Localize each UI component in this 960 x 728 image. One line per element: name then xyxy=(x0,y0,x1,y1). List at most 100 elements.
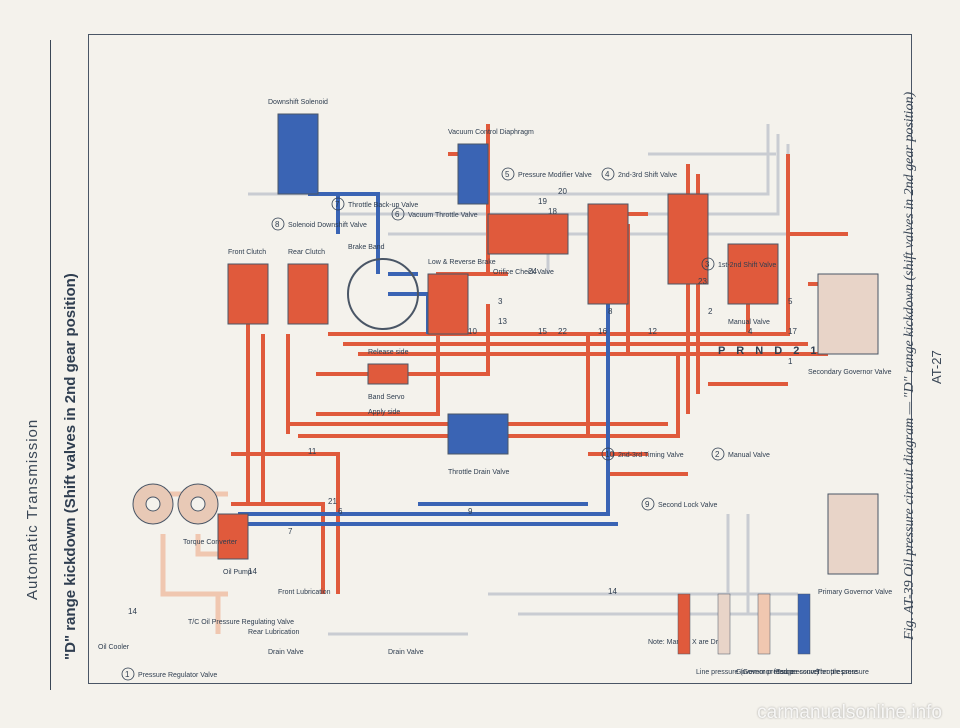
manual-valve-label: Manual Valve xyxy=(728,319,770,326)
callout-label: Manual Valve xyxy=(728,452,770,459)
primary-governor-icon xyxy=(827,493,879,575)
legend-swatch xyxy=(677,593,691,655)
brake-band-label: Brake Band xyxy=(348,244,385,251)
line-number: 13 xyxy=(498,317,507,326)
drain-lines xyxy=(248,124,808,636)
vacuum-diaphragm-icon xyxy=(457,143,489,205)
line-number: 23 xyxy=(698,277,707,286)
callout-label: Pressure Modifier Valve xyxy=(518,172,592,179)
throttle-drain-valve-icon xyxy=(447,413,509,455)
line-number: 21 xyxy=(328,497,337,506)
torque-converter-label: Torque Converter xyxy=(183,539,238,546)
page-header: Automatic Transmission xyxy=(24,418,41,600)
line-number: 2 xyxy=(708,307,713,316)
legend-item: Governor pressure xyxy=(717,593,794,676)
manual-valve-icon xyxy=(727,243,779,305)
oil-pressure-circuit-diagram: Torque Converter Oil Pump Front Clutch R… xyxy=(98,99,892,681)
drain-valve-2-label: Drain Valve xyxy=(388,649,424,656)
legend-label: Torque converter pressure xyxy=(776,669,858,676)
callout-circle xyxy=(501,167,515,181)
rear-clutch-label: Rear Clutch xyxy=(288,249,325,256)
legend-swatch xyxy=(797,593,811,655)
legend-item: Line pressure (Governor feed pressure) xyxy=(677,593,819,676)
line-number: 18 xyxy=(548,207,557,216)
valve-callout: 9 Second Lock Valve xyxy=(641,497,718,511)
line-number: 7 xyxy=(288,527,293,536)
release-side-label: Release side xyxy=(368,349,409,356)
header-rule xyxy=(50,40,51,690)
line-number: 10 xyxy=(468,327,477,336)
line-number: 3 xyxy=(498,297,503,306)
page-subtitle: "D" range kickdown (Shift valves in 2nd … xyxy=(62,273,79,660)
pressure-regulator-icon xyxy=(667,193,709,285)
figure-caption: Fig. AT-39 Oil pressure circuit diagram … xyxy=(902,91,917,640)
labels: Torque Converter Oil Pump Front Clutch R… xyxy=(98,99,892,656)
vacuum-diaphragm-label: Vacuum Control Diaphragm xyxy=(448,129,534,136)
band-servo-icon xyxy=(367,363,409,385)
line-number: 12 xyxy=(648,327,657,336)
legend-item: Torque converter pressure xyxy=(757,593,858,676)
callout-circle xyxy=(711,447,725,461)
front-clutch-label: Front Clutch xyxy=(228,249,266,256)
line-number: 16 xyxy=(598,327,607,336)
rear-clutch-icon xyxy=(287,263,329,325)
legend-items: Line pressure (Governor feed pressure)Go… xyxy=(677,593,869,676)
band-servo-label: Band Servo xyxy=(368,394,405,401)
oil-pump-icon xyxy=(217,513,249,560)
line-number: 14 xyxy=(128,607,137,616)
callout-label: Throttle Back-up Valve xyxy=(348,202,418,209)
callout-label: 1st-2nd Shift Valve xyxy=(718,262,776,269)
line-number: 1 xyxy=(788,357,793,366)
legend-item: Throttle pressure xyxy=(797,593,869,676)
callout-label: Solenoid Downshift Valve xyxy=(288,222,367,229)
secondary-governor-icon xyxy=(817,273,879,355)
callout-label: Second Lock Valve xyxy=(658,502,718,509)
line-number: 11 xyxy=(308,447,317,456)
valve-callout: 3 1st-2nd Shift Valve xyxy=(701,257,776,271)
line-number: 4 xyxy=(748,327,753,336)
callout-circle xyxy=(121,667,135,681)
diagram-frame xyxy=(88,34,912,684)
drain-valve-label: Drain Valve xyxy=(268,649,304,656)
callout-number: 7 xyxy=(335,200,340,209)
downshift-solenoid-label: Downshift Solenoid xyxy=(268,99,328,106)
line-number: 20 xyxy=(558,187,567,196)
callout-circle xyxy=(641,497,655,511)
front-clutch-icon xyxy=(227,263,269,325)
oil-pump-label: Oil Pump xyxy=(223,569,252,576)
line-number: 14 xyxy=(248,567,257,576)
callout-circle xyxy=(701,257,715,271)
line-number: 17 xyxy=(788,327,797,336)
tc-regulating-valve-label: T/C Oil Pressure Regulating Valve xyxy=(188,619,294,626)
line-number: 8 xyxy=(608,307,613,316)
callout-circle xyxy=(601,447,615,461)
callout-circle xyxy=(391,207,405,221)
callout-number: 9 xyxy=(645,500,650,509)
line-number: 6 xyxy=(338,507,343,516)
callout-number: 1 xyxy=(125,670,130,679)
valve-callout: 6 Vacuum Throttle Valve xyxy=(391,207,478,221)
line-number: 22 xyxy=(558,327,567,336)
line-number: 9 xyxy=(468,507,473,516)
callout-label: Vacuum Throttle Valve xyxy=(408,212,478,219)
shift-valve-icon xyxy=(587,203,629,305)
orifice-check-valve-icon xyxy=(487,213,569,255)
line-number: 14 xyxy=(608,587,617,596)
callout-circle xyxy=(271,217,285,231)
callout-number: 6 xyxy=(395,210,400,219)
apply-side-label: Apply side xyxy=(368,409,400,416)
legend-swatch xyxy=(757,593,771,655)
legend-label: Throttle pressure xyxy=(816,669,869,676)
line-number: 5 xyxy=(788,297,793,306)
callout-number: 3 xyxy=(705,260,710,269)
callout-label: 2nd-3rd Shift Valve xyxy=(618,172,677,179)
valve-callout: 7 Throttle Back-up Valve xyxy=(331,197,418,211)
line-number: 15 xyxy=(538,327,547,336)
rear-lubrication-label: Rear Lubrication xyxy=(248,629,299,636)
